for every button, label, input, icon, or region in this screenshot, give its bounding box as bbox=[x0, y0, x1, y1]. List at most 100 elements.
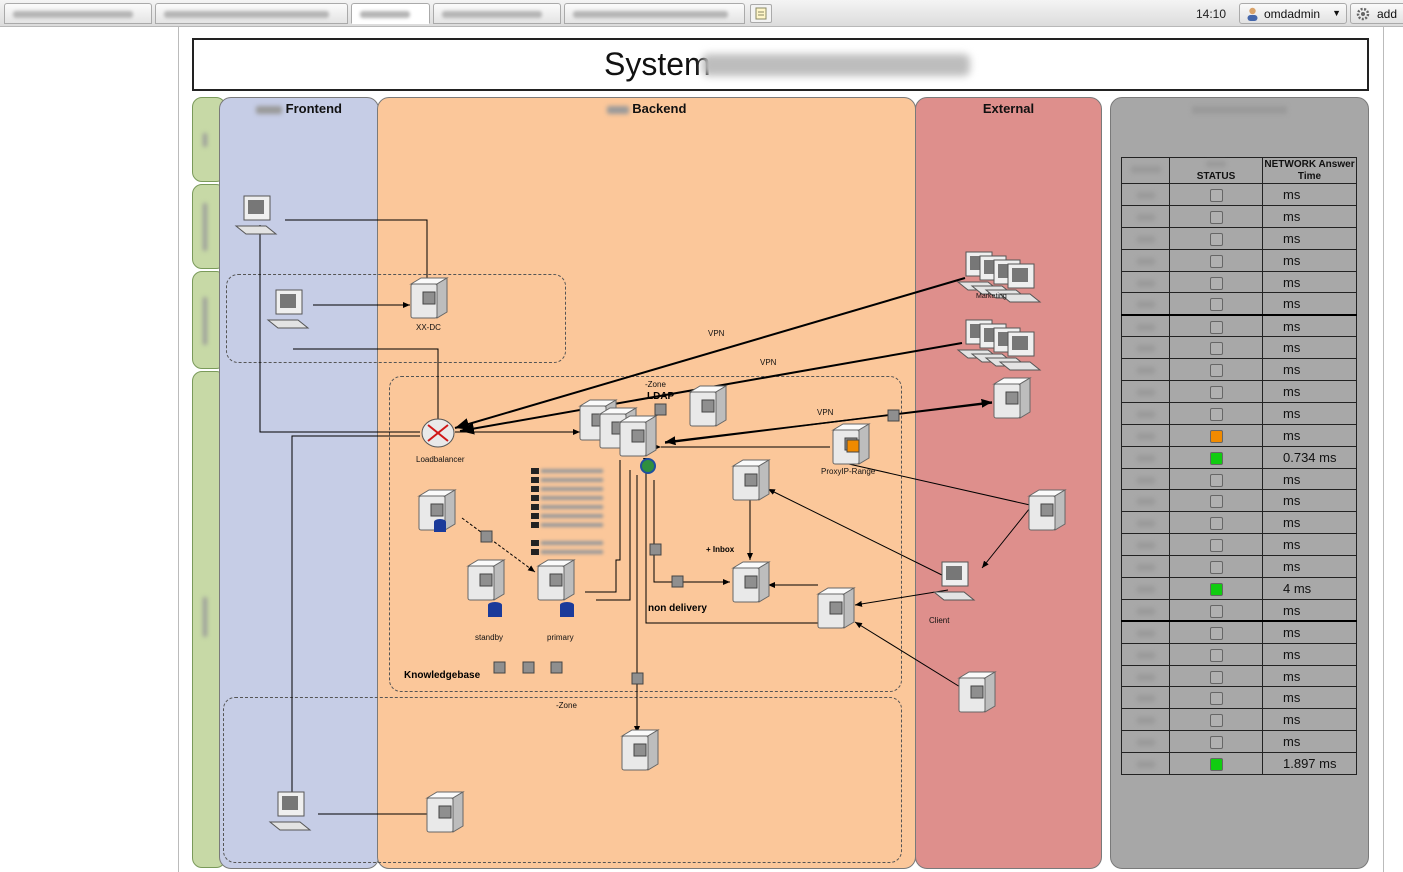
status-host[interactable] bbox=[1121, 577, 1170, 600]
status-host[interactable] bbox=[1121, 555, 1170, 579]
status-indicator-icon[interactable] bbox=[1209, 495, 1223, 509]
status-host[interactable] bbox=[1121, 752, 1170, 776]
status-indicator-icon[interactable] bbox=[1209, 473, 1223, 487]
status-row[interactable]: ms bbox=[1121, 664, 1357, 688]
status-host[interactable] bbox=[1121, 226, 1170, 250]
status-col-status: STATUS bbox=[1169, 157, 1263, 184]
status-cell bbox=[1169, 401, 1263, 425]
status-indicator-icon[interactable] bbox=[1209, 254, 1223, 268]
status-host[interactable] bbox=[1121, 467, 1170, 491]
status-host[interactable] bbox=[1121, 248, 1170, 272]
status-indicator-icon[interactable] bbox=[1209, 407, 1223, 421]
status-indicator-icon[interactable] bbox=[1209, 670, 1223, 684]
status-host[interactable] bbox=[1121, 664, 1170, 688]
status-row[interactable]: ms bbox=[1121, 248, 1357, 272]
status-indicator-icon[interactable] bbox=[1209, 342, 1223, 356]
label-client: Client bbox=[929, 616, 950, 625]
status-row[interactable]: ms bbox=[1121, 642, 1357, 666]
status-indicator-icon[interactable] bbox=[1209, 758, 1223, 772]
status-cell bbox=[1169, 183, 1263, 206]
status-host[interactable] bbox=[1121, 533, 1170, 557]
status-row[interactable]: ms bbox=[1121, 533, 1357, 557]
status-row[interactable]: 1.897 ms bbox=[1121, 752, 1357, 776]
status-cell bbox=[1169, 204, 1263, 228]
status-indicator-icon[interactable] bbox=[1209, 451, 1223, 465]
status-indicator-icon[interactable] bbox=[1209, 627, 1223, 641]
status-row[interactable]: ms bbox=[1121, 292, 1357, 316]
status-row[interactable]: ms bbox=[1121, 270, 1357, 294]
status-host[interactable] bbox=[1121, 511, 1170, 535]
status-row[interactable]: ms bbox=[1121, 401, 1357, 425]
status-host[interactable] bbox=[1121, 358, 1170, 382]
tab-2[interactable] bbox=[155, 3, 348, 24]
label-zone-lower: -Zone bbox=[556, 701, 577, 710]
user-menu[interactable]: omdadmin ▼ bbox=[1239, 3, 1347, 24]
status-host[interactable] bbox=[1121, 423, 1170, 447]
status-row[interactable]: ms bbox=[1121, 555, 1357, 579]
status-indicator-icon[interactable] bbox=[1209, 364, 1223, 378]
status-row[interactable]: ms bbox=[1121, 620, 1357, 644]
status-row[interactable]: ms bbox=[1121, 489, 1357, 513]
status-host[interactable] bbox=[1121, 489, 1170, 513]
status-indicator-icon[interactable] bbox=[1209, 232, 1223, 246]
status-indicator-icon[interactable] bbox=[1209, 539, 1223, 553]
status-indicator-icon[interactable] bbox=[1209, 604, 1223, 618]
tab-3-active[interactable] bbox=[351, 3, 430, 24]
status-indicator-icon[interactable] bbox=[1209, 517, 1223, 531]
status-row[interactable]: ms bbox=[1121, 730, 1357, 754]
status-host[interactable] bbox=[1121, 686, 1170, 710]
status-host[interactable] bbox=[1121, 313, 1170, 338]
add-menu[interactable]: add bbox=[1350, 3, 1403, 24]
status-indicator-icon[interactable] bbox=[1209, 714, 1223, 728]
status-host[interactable] bbox=[1121, 730, 1170, 754]
status-row[interactable]: ms bbox=[1121, 686, 1357, 710]
status-row[interactable]: ms bbox=[1121, 598, 1357, 622]
status-host[interactable] bbox=[1121, 445, 1170, 469]
status-host[interactable] bbox=[1121, 708, 1170, 732]
status-row[interactable]: ms bbox=[1121, 336, 1357, 360]
status-indicator-icon[interactable] bbox=[1209, 561, 1223, 575]
status-indicator-icon[interactable] bbox=[1209, 429, 1223, 443]
status-row[interactable]: ms bbox=[1121, 183, 1357, 206]
answer-time: 4 ms bbox=[1262, 577, 1357, 600]
status-indicator-icon[interactable] bbox=[1209, 648, 1223, 662]
status-row[interactable]: ms bbox=[1121, 226, 1357, 250]
status-host[interactable] bbox=[1121, 183, 1170, 206]
status-host[interactable] bbox=[1121, 270, 1170, 294]
status-host[interactable] bbox=[1121, 204, 1170, 228]
status-row[interactable]: 0.734 ms bbox=[1121, 445, 1357, 469]
answer-time: ms bbox=[1262, 620, 1357, 644]
status-row[interactable]: ms bbox=[1121, 358, 1357, 382]
status-host[interactable] bbox=[1121, 642, 1170, 666]
add-label: add bbox=[1377, 7, 1398, 21]
status-indicator-icon[interactable] bbox=[1209, 736, 1223, 750]
tab-4[interactable] bbox=[433, 3, 561, 24]
status-host[interactable] bbox=[1121, 598, 1170, 622]
status-row[interactable]: ms bbox=[1121, 467, 1357, 491]
status-row[interactable]: ms bbox=[1121, 313, 1357, 338]
new-tab-icon[interactable] bbox=[750, 4, 772, 23]
tab-5[interactable] bbox=[564, 3, 745, 24]
status-row[interactable]: ms bbox=[1121, 423, 1357, 447]
status-indicator-icon[interactable] bbox=[1209, 276, 1223, 290]
answer-time: ms bbox=[1262, 555, 1357, 579]
status-indicator-icon[interactable] bbox=[1209, 298, 1223, 312]
status-row[interactable]: ms bbox=[1121, 708, 1357, 732]
status-indicator-icon[interactable] bbox=[1209, 692, 1223, 706]
status-row[interactable]: ms bbox=[1121, 511, 1357, 535]
status-host[interactable] bbox=[1121, 336, 1170, 360]
status-host[interactable] bbox=[1121, 380, 1170, 403]
tab-1[interactable] bbox=[4, 3, 152, 24]
status-indicator-icon[interactable] bbox=[1209, 583, 1223, 596]
status-indicator-icon[interactable] bbox=[1209, 320, 1223, 334]
status-row[interactable]: 4 ms bbox=[1121, 577, 1357, 600]
answer-time: ms bbox=[1262, 708, 1357, 732]
status-row[interactable]: ms bbox=[1121, 380, 1357, 403]
status-host[interactable] bbox=[1121, 401, 1170, 425]
status-indicator-icon[interactable] bbox=[1209, 188, 1223, 202]
status-host[interactable] bbox=[1121, 620, 1170, 644]
status-indicator-icon[interactable] bbox=[1209, 385, 1223, 399]
status-indicator-icon[interactable] bbox=[1209, 210, 1223, 224]
status-host[interactable] bbox=[1121, 292, 1170, 316]
status-row[interactable]: ms bbox=[1121, 204, 1357, 228]
